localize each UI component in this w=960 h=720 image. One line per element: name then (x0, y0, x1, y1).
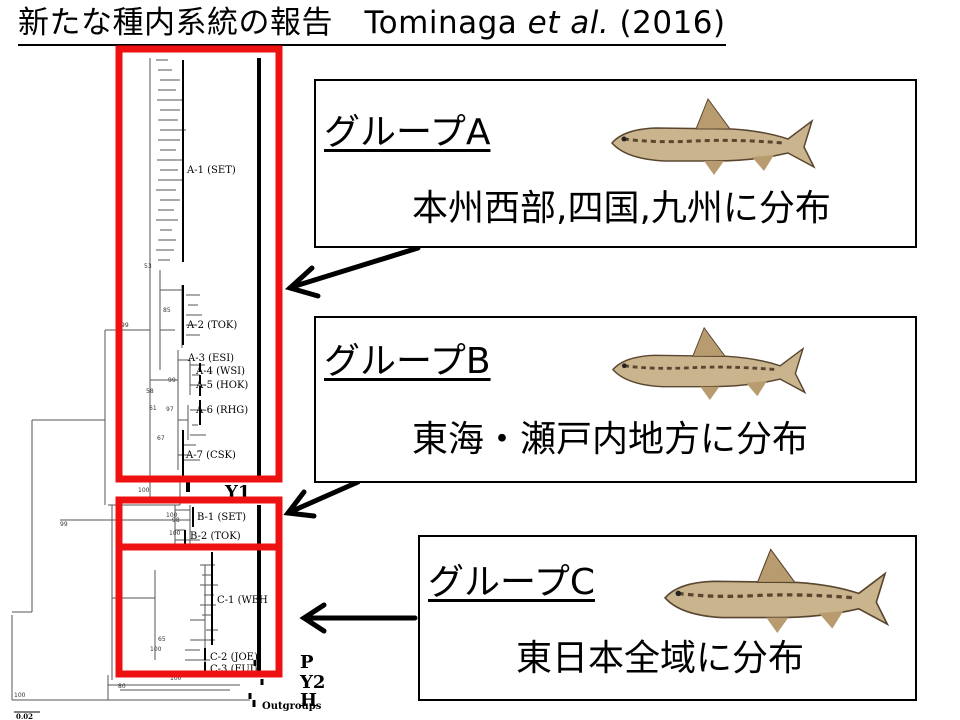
fish-image (664, 548, 890, 633)
bootstrap-label: 98 (172, 517, 180, 524)
clade-label-a6: A-6 (RHG) (195, 405, 248, 416)
clade-label-a2: A-2 (TOK) (186, 320, 237, 331)
arrow-group-c-head (299, 602, 327, 634)
title-italic: et al. (527, 5, 610, 41)
group-bars (186, 58, 261, 672)
bootstrap-label: 100 (170, 675, 182, 682)
bootstrap-label: 99 (121, 322, 129, 329)
clade-label-a7: A-7 (CSK) (185, 450, 236, 461)
scale-label: 0.02 (16, 712, 33, 720)
panel-group-b-heading: グループB (324, 341, 491, 382)
bootstrap-label: 67 (157, 435, 165, 442)
clade-label-a1: A-1 (SET) (186, 165, 236, 176)
bootstrap-labels: 99 100 99 100 85 53 99 97 61 67 58 98 10… (14, 263, 182, 699)
bootstrap-label: 53 (144, 263, 152, 270)
panel-group-a: グループA 本州西部,四国,九州に分布 (314, 79, 917, 248)
title-prefix: 新たな種内系統の報告 Tominaga (18, 5, 528, 41)
outgroup-letter-y2: Y2 (299, 672, 325, 693)
clade-label-c2: C-2 (JOE) (210, 652, 258, 663)
bootstrap-label: 100 (150, 646, 162, 653)
bootstrap-label: 99 (168, 377, 176, 384)
slide-title: 新たな種内系統の報告 Tominaga et al. (2016) (18, 2, 726, 46)
bootstrap-label: 97 (166, 406, 174, 413)
bootstrap-label: 100 (169, 530, 181, 537)
bootstrap-label: 80 (118, 683, 126, 690)
bootstrap-label: 100 (14, 692, 26, 699)
outgroup-letter-h: H (300, 690, 317, 711)
clade-label-a5: A-5 (HOK) (195, 380, 248, 391)
bootstrap-label: 65 (158, 636, 166, 643)
fish-image (611, 97, 816, 175)
clade-label-b1: B-1 (SET) (197, 512, 246, 523)
clade-bars (182, 60, 213, 672)
bootstrap-label: 99 (60, 521, 68, 528)
arrow-group-b (287, 479, 361, 515)
arrow-group-a-head (284, 265, 321, 299)
tree-branches (11, 58, 250, 701)
panel-group-b: グループB 東海・瀬戸内地方に分布 (314, 316, 917, 483)
clade-label-a4: A-4 (WSI) (195, 366, 245, 377)
clade-label-outgroups: Outgroups (262, 701, 322, 712)
title-suffix: (2016) (609, 5, 726, 41)
clade-label-a3: A-3 (ESI) (187, 353, 234, 364)
panel-group-c: グループC 東日本全域に分布 (418, 535, 917, 701)
highlight-box-group-c (115, 543, 283, 678)
highlight-boxes (115, 45, 283, 678)
outgroup-letter-p: P (300, 652, 314, 673)
bootstrap-label: 100 (166, 512, 178, 519)
bootstrap-label: 61 (149, 405, 157, 412)
pointer-arrows (283, 245, 421, 634)
panel-group-c-heading: グループC (428, 562, 595, 603)
panel-group-b-text: 東海・瀬戸内地方に分布 (412, 419, 809, 460)
panel-group-a-heading: グループA (324, 112, 491, 153)
panel-group-c-text: 東日本全域に分布 (516, 638, 805, 679)
highlight-box-group-a (115, 45, 283, 483)
clade-labels: A-1 (SET) A-2 (TOK) A-3 (ESI) A-4 (WSI) … (185, 165, 322, 712)
panel-group-a-text: 本州西部,四国,九州に分布 (412, 188, 831, 229)
bootstrap-label: 85 (163, 307, 171, 314)
clade-label-c1: C-1 (WEH (217, 595, 268, 606)
outgroup-marks (248, 660, 264, 707)
arrow-group-b-head (283, 489, 317, 519)
fish-image (612, 326, 807, 400)
clade-label-b2: B-2 (TOK) (190, 531, 241, 542)
clade-label-c3: C-3 (FUJ) (210, 664, 258, 675)
bootstrap-label: 58 (146, 388, 154, 395)
arrow-group-a (289, 245, 421, 290)
bootstrap-label: 100 (138, 487, 150, 494)
